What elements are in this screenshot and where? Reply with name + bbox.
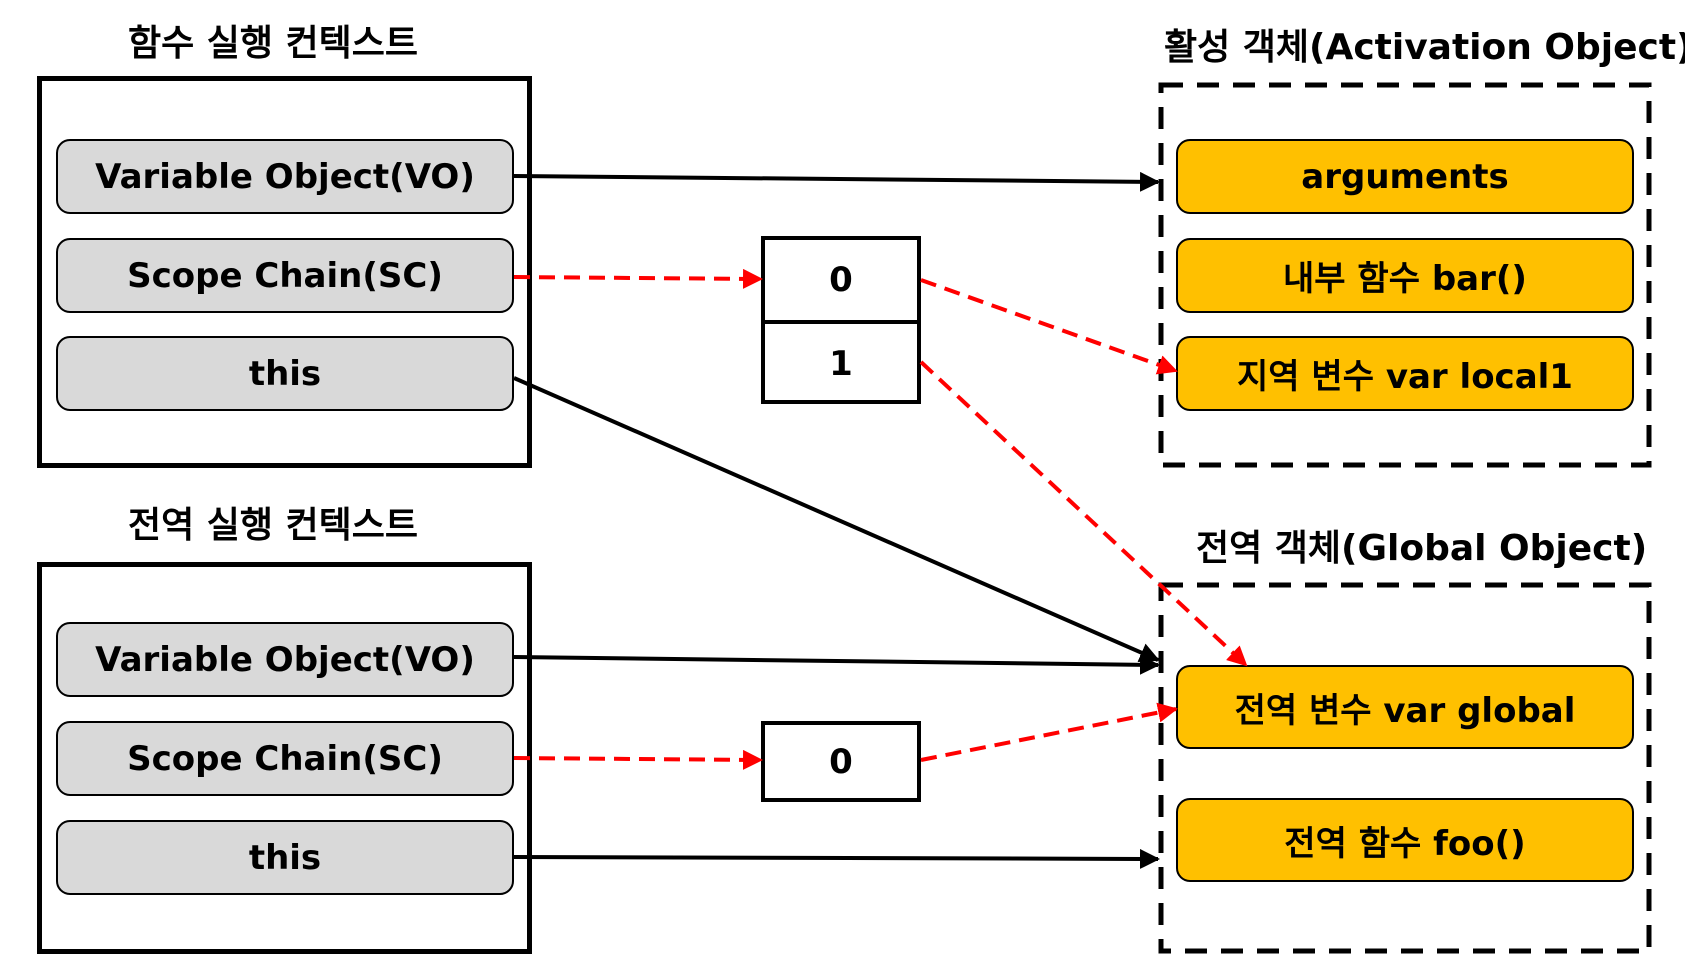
global-scope-chain-index-0: 0 — [829, 741, 853, 782]
global-this-to-global-object-arrow — [513, 848, 1160, 869]
global-this-item: this — [56, 820, 514, 895]
function-sc-to-list-arrow — [513, 268, 763, 289]
global-sc-to-list-arrow — [513, 749, 763, 770]
function-context-title: 함수 실행 컨텍스트 — [128, 23, 419, 64]
global-scope-chain-item: Scope Chain(SC) — [56, 721, 514, 796]
function-scope-chain-list: 0 1 — [761, 236, 921, 404]
function-vo-to-activation-arrow — [513, 171, 1160, 192]
scope-chain-index-1: 1 — [829, 344, 853, 384]
activation-object-title: 활성 객체(Activation Object) — [1164, 27, 1685, 68]
global-vo-to-global-object-arrow — [513, 654, 1160, 675]
global-object-dashed-border — [1158, 582, 1652, 954]
global-scope-0-to-global-variable-arrow — [920, 702, 1178, 762]
scope-chain-index-0: 0 — [829, 260, 853, 300]
global-variable-item: 전역 변수 var global — [1176, 665, 1634, 749]
function-vo-item: Variable Object(VO) — [56, 139, 514, 214]
local-variable-item: 지역 변수 var local1 — [1176, 336, 1634, 411]
scope-chain-divider — [765, 320, 917, 324]
inner-function-bar-item: 내부 함수 bar() — [1176, 238, 1634, 313]
global-object-frame — [1158, 582, 1652, 954]
function-this-to-global-arrow — [513, 376, 1160, 662]
function-scope-chain-item: Scope Chain(SC) — [56, 238, 514, 313]
function-this-item: this — [56, 336, 514, 411]
global-function-foo-item: 전역 함수 foo() — [1176, 798, 1634, 882]
global-scope-chain-list: 0 — [761, 721, 921, 802]
scope-0-to-activation-arrow — [920, 278, 1178, 375]
global-vo-item: Variable Object(VO) — [56, 622, 514, 697]
arguments-item: arguments — [1176, 139, 1634, 214]
global-context-title: 전역 실행 컨텍스트 — [128, 505, 419, 546]
global-object-title: 전역 객체(Global Object) — [1196, 528, 1648, 569]
